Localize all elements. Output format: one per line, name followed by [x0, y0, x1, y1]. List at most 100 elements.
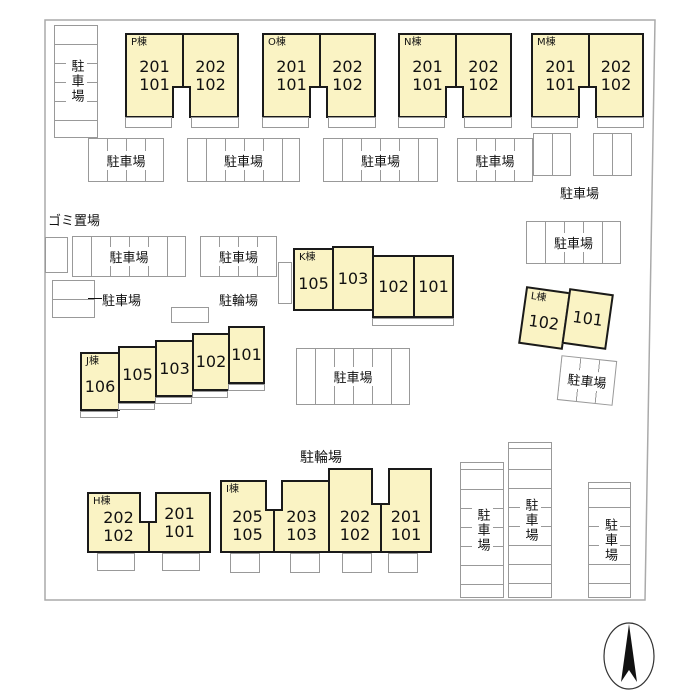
unit-number: 202	[468, 56, 499, 76]
unit-number: 102	[527, 310, 561, 334]
unit-number: 102	[195, 352, 227, 371]
garbage-area-label: ゴミ置場	[48, 214, 101, 229]
porch	[155, 397, 192, 404]
porch	[372, 318, 454, 326]
north-arrow-icon	[603, 622, 655, 690]
unit-number: 202	[332, 56, 363, 76]
unit-number: 102	[332, 74, 363, 94]
parking-label: 駐車場	[359, 150, 401, 170]
bicycle-parking-label: 駐輪場	[300, 450, 342, 466]
unit-number: 101	[164, 521, 195, 541]
unit-number: 203	[286, 506, 317, 526]
porch	[191, 117, 239, 128]
parking-lot[interactable]	[52, 280, 95, 318]
unit-k-101[interactable]: 101	[413, 255, 454, 318]
building-label: H棟	[93, 496, 111, 507]
unit-number: 101	[139, 74, 170, 94]
unit-number: 201	[545, 56, 576, 76]
porch	[342, 553, 372, 573]
building-label: K棟	[299, 252, 316, 263]
parking-lot[interactable]: 駐車場	[588, 482, 631, 598]
entrance-notch	[265, 480, 283, 511]
parking-lot[interactable]: 駐車場	[54, 25, 98, 138]
porch	[125, 117, 172, 128]
building-label: L棟	[530, 290, 547, 304]
entrance-notch	[578, 86, 597, 118]
building-label: I棟	[226, 484, 239, 495]
parking-lot[interactable]: 駐車場	[72, 236, 186, 277]
parking-label: 駐車場	[519, 497, 541, 543]
parking-label: 駐車場	[599, 517, 620, 563]
parking-label: 駐車場	[102, 294, 142, 309]
parking-lot[interactable]: 駐車場	[200, 236, 277, 277]
unit-number: 102	[378, 276, 409, 296]
unit-j-105[interactable]: 105	[118, 346, 157, 403]
porch	[597, 117, 644, 128]
parking-label: 駐車場	[560, 187, 600, 202]
building-label: J棟	[86, 356, 99, 367]
unit-number: 202	[195, 56, 226, 76]
unit-number: 101	[276, 74, 307, 94]
building-label: M棟	[537, 37, 556, 48]
parking-label: 駐車場	[108, 247, 150, 266]
unit-number: 202	[339, 506, 371, 526]
porch	[97, 553, 135, 571]
parking-lot[interactable]: 駐車場	[508, 442, 552, 598]
garbage-area	[45, 237, 68, 273]
unit-number: 105	[122, 364, 153, 384]
unit-number: 101	[571, 306, 605, 331]
parking-lot[interactable]	[593, 133, 632, 176]
unit-number: 103	[159, 358, 190, 378]
unit-number: 101	[390, 524, 422, 544]
porch	[118, 403, 155, 410]
parking-label: 駐車場	[552, 233, 594, 252]
parking-label: 駐車場	[332, 367, 374, 386]
parking-lot[interactable]: 駐車場	[556, 355, 618, 406]
unit-number: 202	[600, 56, 632, 76]
building-l: L棟 102 101	[518, 282, 614, 356]
parking-lot[interactable]	[533, 133, 571, 176]
parking-label: 駐車場	[105, 150, 147, 170]
porch	[531, 117, 578, 128]
parking-lot[interactable]: 駐車場	[457, 138, 533, 182]
porch	[388, 553, 418, 573]
unit-k-102[interactable]: 102	[372, 255, 415, 318]
unit-number: 103	[337, 268, 369, 288]
parking-lot[interactable]: 駐車場	[187, 138, 300, 182]
porch	[464, 117, 512, 128]
parking-label: 駐車場	[474, 150, 516, 170]
unit-number: 201	[276, 56, 307, 76]
porch	[162, 553, 200, 571]
porch	[290, 553, 320, 573]
unit-j-102[interactable]: 102	[192, 333, 230, 391]
unit-number: 105	[232, 524, 263, 544]
parking-lot[interactable]: 駐車場	[88, 138, 164, 182]
leader-line	[88, 298, 102, 299]
unit-number: 102	[339, 524, 371, 544]
unit-number: 101	[418, 276, 449, 296]
parking-lot[interactable]: 駐車場	[296, 348, 410, 405]
building-label: N棟	[404, 37, 422, 48]
porch	[328, 117, 376, 128]
unit-number: 103	[286, 524, 317, 544]
unit-l-101[interactable]: 101	[561, 288, 614, 350]
entrance-notch	[309, 86, 328, 118]
parking-lot[interactable]: 駐車場	[526, 221, 621, 264]
unit-j-103[interactable]: 103	[155, 340, 194, 397]
parking-lot[interactable]: 駐車場	[460, 462, 504, 598]
unit-j-101[interactable]: 101	[228, 326, 265, 384]
parking-label: 駐車場	[471, 507, 493, 553]
entrance-notch	[371, 468, 390, 505]
unit-number: 102	[103, 525, 134, 545]
bicycle-parking-label: 駐輪場	[219, 294, 259, 309]
unit-k-103[interactable]: 103	[332, 246, 374, 311]
parking-lot[interactable]: 駐車場	[323, 138, 438, 182]
porch	[192, 391, 228, 398]
